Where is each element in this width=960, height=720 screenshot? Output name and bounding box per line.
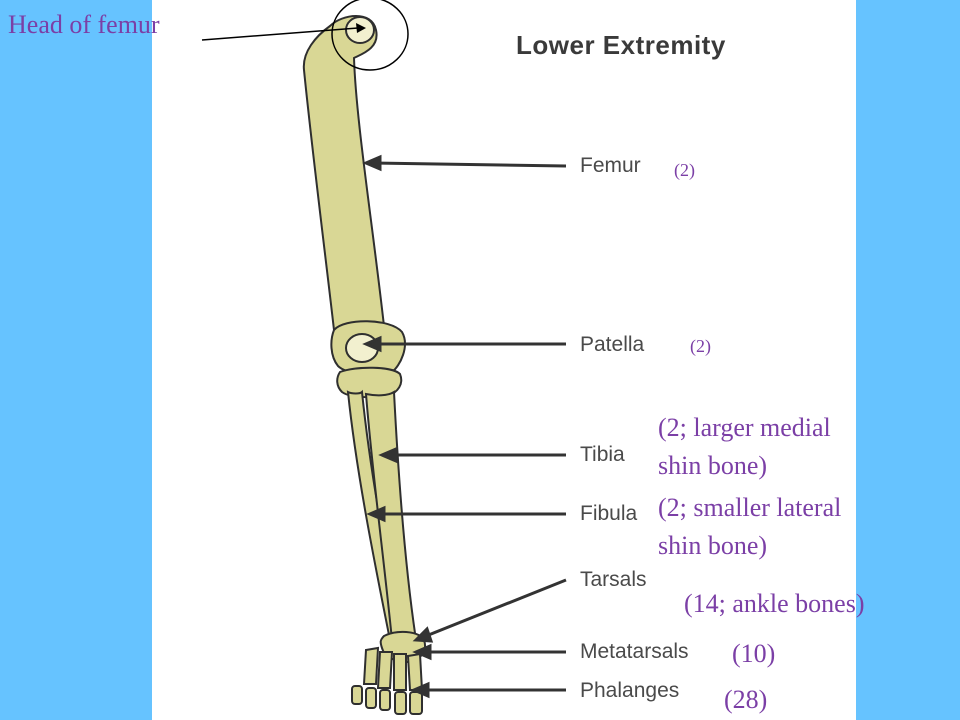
femur-label: Femur [580, 154, 641, 177]
head-of-femur-pointer [201, 27, 359, 41]
fibula-label: Fibula [580, 502, 638, 525]
diagram-title: Lower Extremity [516, 30, 726, 60]
head-of-femur-label: Head of femur [8, 10, 160, 39]
label-pointers [362, 154, 567, 699]
femur-bone [302, 15, 386, 337]
diagram-panel [152, 0, 856, 720]
patella-label: Patella [580, 333, 645, 356]
head-of-femur-circle [331, 0, 409, 71]
femur-count: (2) [674, 160, 695, 180]
metatarsals-label: Metatarsals [580, 640, 689, 663]
phalanges-bone [351, 685, 423, 715]
phalanges-count: (28) [724, 685, 768, 714]
metatarsals-bone [362, 646, 424, 691]
tarsals-count: (14; ankle bones) [684, 589, 865, 618]
tibia-count-line2: shin bone) [658, 451, 768, 480]
fibula-count-line2: shin bone) [658, 531, 768, 560]
tarsals-label: Tarsals [580, 568, 647, 591]
tibia-count-line1: (2; larger medial [658, 413, 831, 442]
phalanges-label: Phalanges [580, 679, 680, 702]
metatarsals-count: (10) [732, 639, 776, 668]
patella-count: (2) [690, 336, 711, 356]
tibia-label: Tibia [580, 443, 625, 466]
fibula-count-line1: (2; smaller lateral [658, 493, 842, 522]
